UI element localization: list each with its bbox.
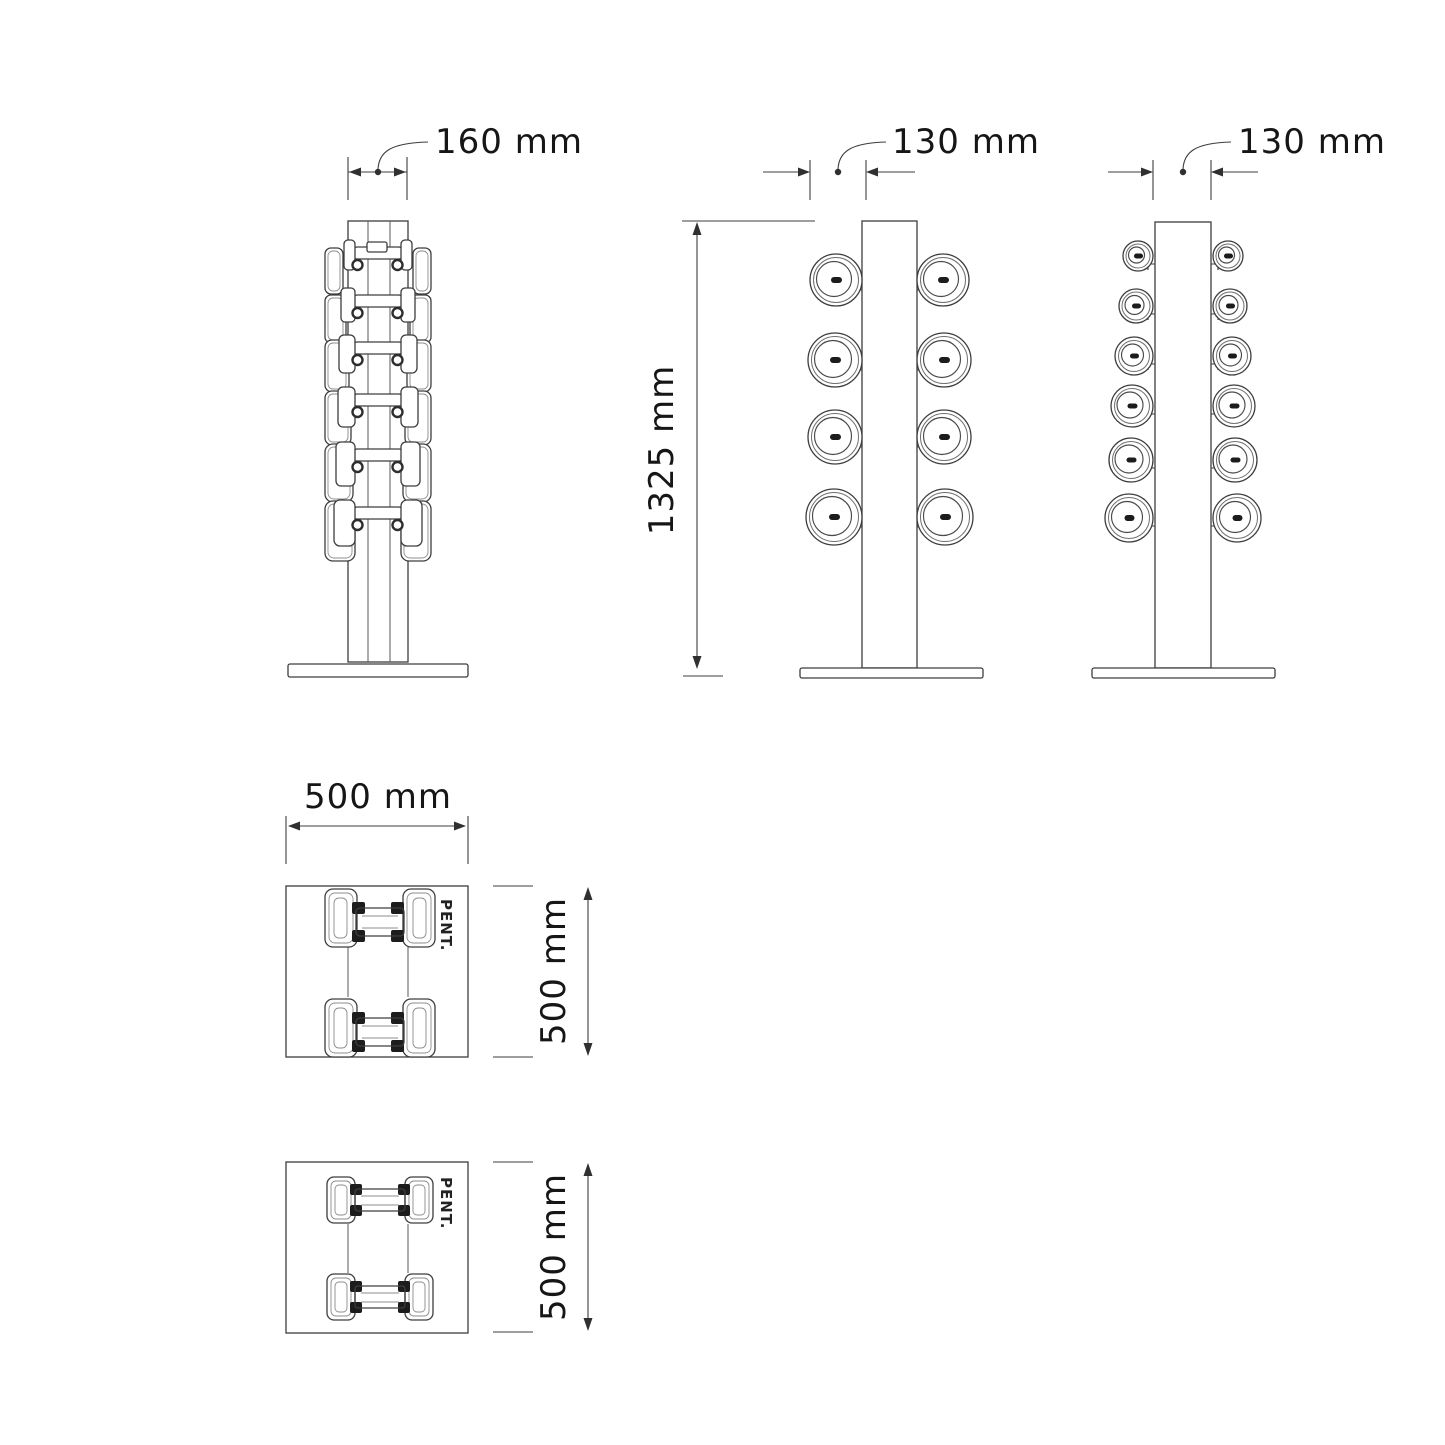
side-heavy-depth-label: 130 mm	[892, 122, 1040, 162]
plan-heavy-width-label: 500 mm	[304, 777, 452, 817]
plan-heavy-dumbbell-2	[324, 998, 436, 1058]
dimension-height: 1325 mm	[642, 220, 815, 677]
front-width-label: 160 mm	[435, 122, 583, 162]
dimension-front-width: 160 mm	[347, 122, 583, 200]
front-column	[347, 220, 409, 663]
brand-label-plan-heavy: PENT.	[437, 899, 455, 951]
brand-label-plan-light: PENT.	[437, 1177, 455, 1229]
side-light-base-plate	[1091, 667, 1276, 679]
plan-heavy-column-edges	[347, 947, 409, 997]
plan-view-light: PENT.	[285, 1161, 469, 1334]
plan-light-column-edges	[347, 1224, 409, 1273]
front-top-bracket	[366, 241, 388, 253]
front-dumbbell-level-2	[324, 287, 432, 344]
dimension-plan-heavy-depth: 500 mm	[493, 885, 593, 1058]
front-dumbbell-level-3	[324, 334, 432, 393]
plan-heavy-dumbbell-1	[324, 888, 436, 948]
side-light-column	[1154, 221, 1212, 669]
dimension-plan-light-depth: 500 mm	[493, 1161, 593, 1333]
plan-heavy-depth-label: 500 mm	[534, 897, 574, 1045]
plan-light-base-outline	[285, 1161, 469, 1334]
side-view-heavy	[799, 220, 984, 679]
front-dumbbell-level-6	[324, 499, 432, 562]
plan-light-dumbbell-2	[326, 1273, 434, 1321]
front-dumbbell-level-5	[324, 441, 432, 503]
dimension-plan-heavy-width: 500 mm	[285, 777, 469, 864]
plan-view-heavy: PENT.	[285, 885, 469, 1058]
plan-light-depth-label: 500 mm	[534, 1173, 574, 1321]
side-view-light	[1091, 221, 1276, 679]
height-label: 1325 mm	[642, 365, 682, 536]
plan-light-dumbbell-1	[326, 1176, 434, 1224]
plan-heavy-base-outline	[285, 885, 469, 1058]
dimension-side-heavy-depth: 130 mm	[763, 122, 1040, 200]
dimension-side-light-depth: 130 mm	[1108, 122, 1386, 200]
front-dumbbell-level-4	[324, 386, 432, 446]
side-light-depth-label: 130 mm	[1238, 122, 1386, 162]
front-view	[287, 220, 469, 678]
side-heavy-base-plate	[799, 667, 984, 679]
front-base-plate	[287, 663, 469, 678]
side-heavy-column	[861, 220, 918, 669]
front-dumbbell-level-1	[324, 239, 432, 295]
